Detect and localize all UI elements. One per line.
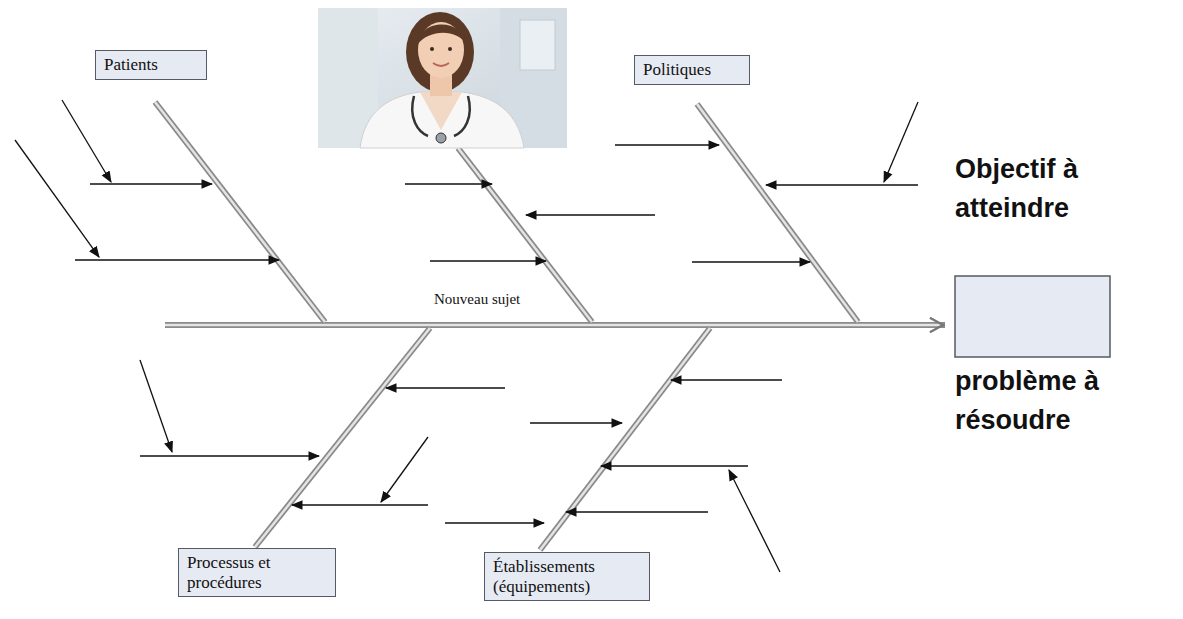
category-box: Patients [95, 50, 207, 80]
category-label: Processus et procédures [187, 553, 327, 592]
spine [165, 325, 945, 326]
goal-box [955, 276, 1110, 357]
main-bones [155, 102, 858, 550]
category-box: Établissements (équipements) [484, 552, 650, 601]
spine-label: Nouveau sujet [432, 291, 522, 308]
cause-arrows [15, 100, 918, 572]
category-label: Patients [104, 55, 198, 75]
category-label: Politiques [643, 60, 741, 80]
doctor-photo [318, 8, 567, 148]
category-box: Politiques [634, 55, 750, 85]
goal-text: Objectif à atteindre [955, 150, 1100, 228]
category-label: Établissements (équipements) [493, 557, 641, 596]
goal-text: problème à résoudre [955, 362, 1100, 440]
category-box: Processus et procédures [178, 548, 336, 597]
